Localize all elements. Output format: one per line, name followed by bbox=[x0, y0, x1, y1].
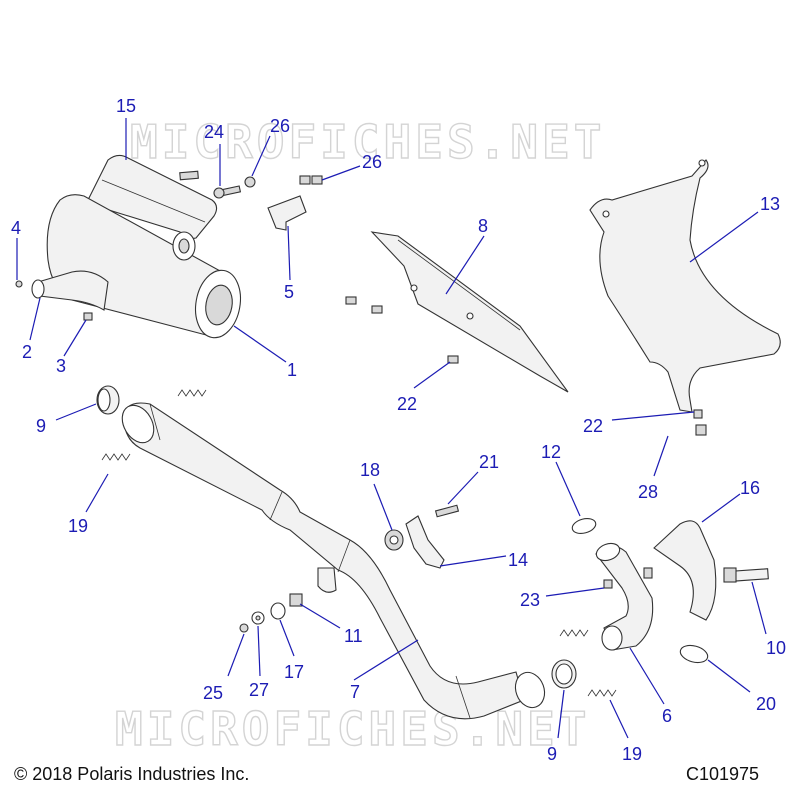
leader-lines bbox=[16, 118, 767, 739]
heat-shield-13 bbox=[589, 159, 781, 413]
bracket-14 bbox=[405, 515, 445, 569]
callout-23: 23 bbox=[520, 590, 540, 610]
watermark-bottom: MICROFICHES.NET bbox=[115, 702, 590, 756]
diagram-code: C101975 bbox=[686, 764, 760, 784]
callout-24: 24 bbox=[204, 122, 224, 142]
o2-sensor-10 bbox=[723, 567, 769, 583]
callout-6: 6 bbox=[662, 706, 672, 726]
gasket-9a bbox=[96, 385, 120, 415]
y-pipe-6 bbox=[595, 542, 654, 651]
callout-16: 16 bbox=[740, 478, 760, 498]
watermark-top: MICROFICHES.NET bbox=[130, 115, 605, 169]
callout-14: 14 bbox=[508, 550, 528, 570]
callout-21: 21 bbox=[479, 452, 499, 472]
callout-13: 13 bbox=[760, 194, 780, 214]
callout-22b: 22 bbox=[583, 416, 603, 436]
copyright-text: © 2018 Polaris Industries Inc. bbox=[14, 764, 250, 784]
callout-4: 4 bbox=[11, 218, 21, 238]
callout-3: 3 bbox=[56, 356, 66, 376]
callout-12: 12 bbox=[541, 442, 561, 462]
head-pipe-7 bbox=[121, 402, 546, 720]
callout-9a: 9 bbox=[36, 416, 46, 436]
fasteners bbox=[15, 170, 707, 633]
callout-11: 11 bbox=[344, 626, 363, 646]
bracket-5 bbox=[267, 175, 323, 231]
callout-5: 5 bbox=[284, 282, 294, 302]
springs-19 bbox=[101, 389, 617, 697]
shield-plate-8 bbox=[370, 231, 569, 393]
callout-8: 8 bbox=[478, 216, 488, 236]
callout-27: 27 bbox=[249, 680, 269, 700]
heat-shield-16 bbox=[653, 520, 717, 621]
callout-28: 28 bbox=[638, 482, 658, 502]
callout-26b: 26 bbox=[362, 152, 382, 172]
callout-7: 7 bbox=[350, 682, 360, 702]
callout-22a: 22 bbox=[397, 394, 417, 414]
callout-26a: 26 bbox=[270, 116, 290, 136]
callout-labels: 15 24 26 26 4 2 3 5 1 8 22 13 22 28 9 19… bbox=[11, 96, 786, 764]
callout-10: 10 bbox=[766, 638, 786, 658]
callout-9b: 9 bbox=[547, 744, 557, 764]
callout-18: 18 bbox=[360, 460, 380, 480]
callout-19a: 19 bbox=[68, 516, 88, 536]
callout-25: 25 bbox=[203, 683, 223, 703]
clamp-20 bbox=[679, 644, 709, 664]
callout-19b: 19 bbox=[622, 744, 642, 764]
callout-15: 15 bbox=[116, 96, 136, 116]
gasket-12 bbox=[571, 518, 597, 534]
callout-17: 17 bbox=[284, 662, 304, 682]
callout-1: 1 bbox=[287, 360, 297, 380]
gasket-9b bbox=[551, 659, 577, 689]
callout-2: 2 bbox=[22, 342, 32, 362]
callout-20: 20 bbox=[756, 694, 776, 714]
muffler-inlet-2 bbox=[31, 270, 109, 311]
